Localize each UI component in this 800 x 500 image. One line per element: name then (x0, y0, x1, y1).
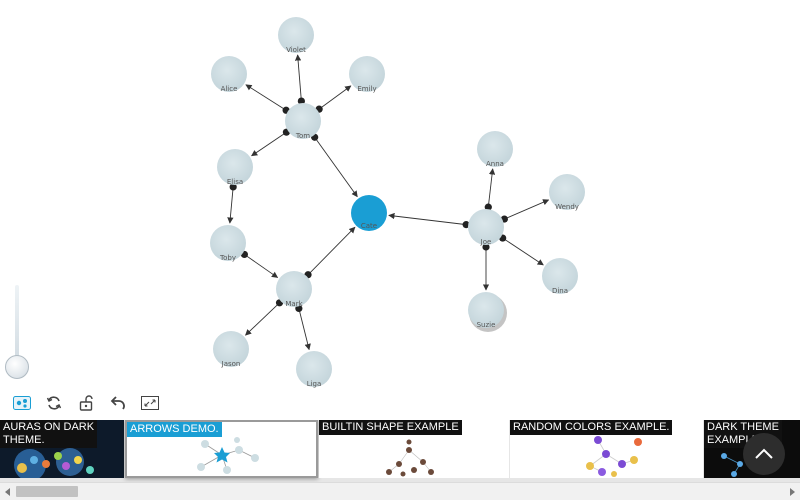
node-alice[interactable]: Alice (211, 56, 247, 93)
zoom-slider-thumb[interactable] (5, 355, 29, 379)
triangle-left-icon (5, 488, 11, 496)
lock-button[interactable] (70, 393, 102, 413)
node-label: Suzie (477, 321, 496, 329)
node-wendy[interactable]: Wendy (549, 174, 585, 211)
node-jason[interactable]: Jason (213, 331, 249, 368)
node-label: Dina (552, 287, 568, 295)
undo-button[interactable] (102, 393, 134, 413)
node-suzie[interactable]: Suzie (468, 292, 507, 332)
node-label: Emily (357, 85, 376, 93)
edge-joe-wendy[interactable] (504, 200, 548, 219)
example-card-auras[interactable]: AURAS ON DARK THEME. (0, 420, 124, 478)
node-label: Cate (361, 222, 377, 230)
node-label: Anna (486, 160, 504, 168)
fit-view-icon (13, 396, 31, 410)
chevron-up-icon (754, 447, 774, 461)
edge-tom-emily[interactable] (319, 86, 351, 109)
node-cate[interactable]: Cate (351, 195, 387, 231)
example-card-arrows[interactable]: ARROWS DEMO. (125, 420, 318, 478)
node-label: Joe (480, 238, 492, 246)
node-violet[interactable]: Violet (278, 17, 314, 54)
edge-elisa-toby[interactable] (230, 187, 233, 223)
example-card-builtin-shape[interactable]: BUILTIN SHAPE EXAMPLE (319, 420, 509, 478)
node-label: Violet (286, 46, 306, 54)
example-title: ARROWS DEMO. (127, 422, 222, 437)
example-card-random-colors[interactable]: RANDOM COLORS EXAMPLE. (510, 420, 703, 478)
node-elisa[interactable]: Elisa (217, 149, 253, 186)
node-dina[interactable]: Dina (542, 258, 578, 295)
fullscreen-icon (141, 396, 159, 410)
edge-joe-anna[interactable] (488, 169, 492, 207)
node-joe[interactable]: Joe (468, 209, 504, 246)
node-label: Jason (221, 360, 241, 368)
edge-mark-jason[interactable] (245, 303, 279, 335)
scroll-to-top-button[interactable] (743, 433, 785, 475)
graph-toolbar (6, 393, 166, 413)
node-emily[interactable]: Emily (349, 56, 385, 93)
edge-mark-liga[interactable] (299, 308, 309, 349)
edge-tom-cate[interactable] (315, 137, 358, 196)
refresh-icon (46, 395, 62, 411)
scrollbar-thumb[interactable] (16, 486, 78, 497)
edge-tom-elisa[interactable] (252, 132, 287, 156)
edge-mark-cate[interactable] (308, 227, 355, 275)
example-title: RANDOM COLORS EXAMPLE. (510, 420, 672, 435)
example-title: BUILTIN SHAPE EXAMPLE (319, 420, 462, 435)
edge-toby-mark[interactable] (244, 254, 277, 277)
node-anna[interactable]: Anna (477, 131, 513, 168)
node-label: Alice (221, 85, 238, 93)
undo-icon (110, 395, 126, 411)
node-liga[interactable]: Liga (296, 351, 332, 388)
node-toby[interactable]: Toby (210, 225, 246, 262)
node-label: Toby (219, 254, 236, 262)
node-label: Liga (307, 380, 322, 388)
examples-strip: AURAS ON DARK THEME. ARROWS DEMO. (0, 420, 800, 482)
edge-tom-violet[interactable] (298, 55, 302, 101)
edge-tom-alice[interactable] (246, 85, 286, 111)
refresh-button[interactable] (38, 393, 70, 413)
node-label: Wendy (555, 203, 579, 211)
scroll-left-arrow[interactable] (0, 483, 16, 500)
unlock-icon (79, 395, 93, 411)
fit-view-button[interactable] (6, 393, 38, 413)
edge-joe-cate[interactable] (389, 215, 466, 224)
node-label: Elisa (227, 178, 243, 186)
node-label: Mark (285, 300, 303, 308)
edge-joe-dina[interactable] (503, 238, 544, 265)
fullscreen-button[interactable] (134, 393, 166, 413)
node-label: Tom (295, 132, 310, 140)
triangle-right-icon (789, 488, 795, 496)
scroll-right-arrow[interactable] (784, 483, 800, 500)
horizontal-scrollbar[interactable] (0, 482, 800, 500)
example-title: AURAS ON DARK THEME. (0, 420, 97, 448)
